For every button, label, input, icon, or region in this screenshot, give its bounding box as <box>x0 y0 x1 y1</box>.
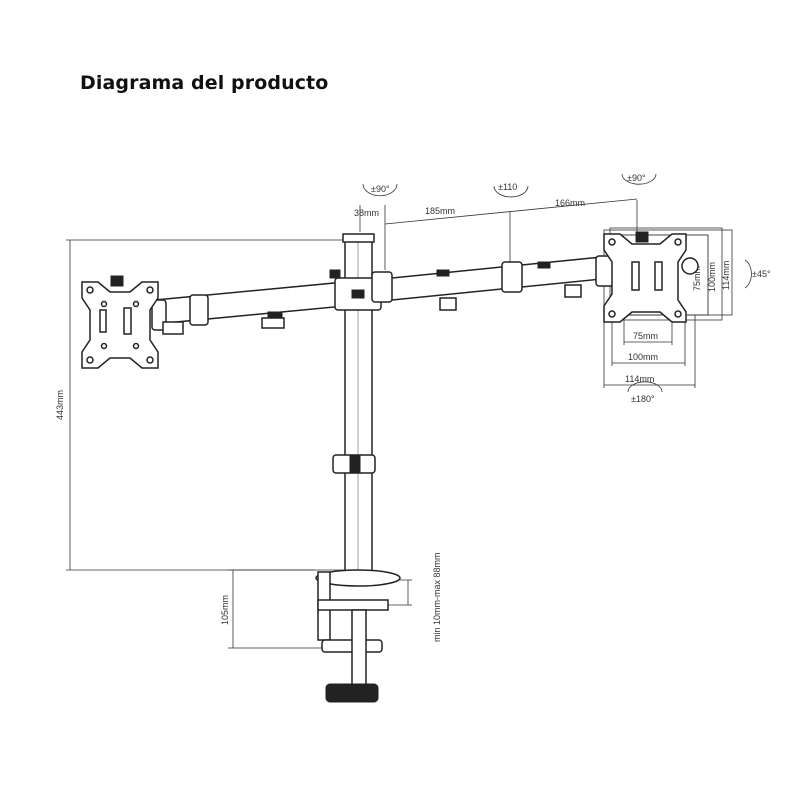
svg-text:±45°: ±45° <box>752 269 771 279</box>
pole-offset-label: 38mm <box>354 208 379 218</box>
rotation-right-icon: ±90° <box>621 173 657 185</box>
arm-dimensions: 38mm 185mm 166mm <box>354 198 638 270</box>
svg-text:±180°: ±180° <box>631 394 655 404</box>
rotation-symbols: ±90° ±110 ±90° ±45° ±180° <box>362 173 771 404</box>
vesa-v-100: 100mm <box>707 262 717 292</box>
arm-bar <box>151 255 615 335</box>
svg-text:±90°: ±90° <box>627 173 646 183</box>
arm-segment-1-label: 185mm <box>425 206 455 216</box>
pole-height-label: 443mm <box>55 390 65 420</box>
desk-clamp <box>315 569 401 703</box>
svg-text:±110: ±110 <box>498 182 517 192</box>
rotation-middle-icon: ±110 <box>493 182 529 198</box>
arm-segment-2-label: 166mm <box>555 198 585 208</box>
vesa-dimensions: 75mm 100mm 114mm 75mm 100mm 114mm <box>603 227 733 388</box>
vesa-h-100: 100mm <box>628 352 658 362</box>
vesa-h-75: 75mm <box>633 331 658 341</box>
clamp-height-dimension: 105mm <box>220 569 330 649</box>
vesa-v-114: 114mm <box>721 261 731 290</box>
svg-text:±90°: ±90° <box>371 184 390 194</box>
clamp-range-dimension: min 10mm-max 88mm <box>384 552 442 642</box>
diagram-title: Diagrama del producto <box>80 72 329 94</box>
rotate-icon: ±180° <box>627 381 663 404</box>
left-vesa-plate <box>81 275 159 369</box>
rotation-left-icon: ±90° <box>362 183 398 197</box>
tilt-icon: ±45° <box>744 259 771 289</box>
vesa-h-114: 114mm <box>625 374 654 384</box>
clamp-height-label: 105mm <box>220 595 230 625</box>
right-vesa-plate <box>603 231 699 323</box>
vesa-v-75: 75mm <box>692 266 702 291</box>
clamp-range-label: min 10mm-max 88mm <box>432 552 442 642</box>
